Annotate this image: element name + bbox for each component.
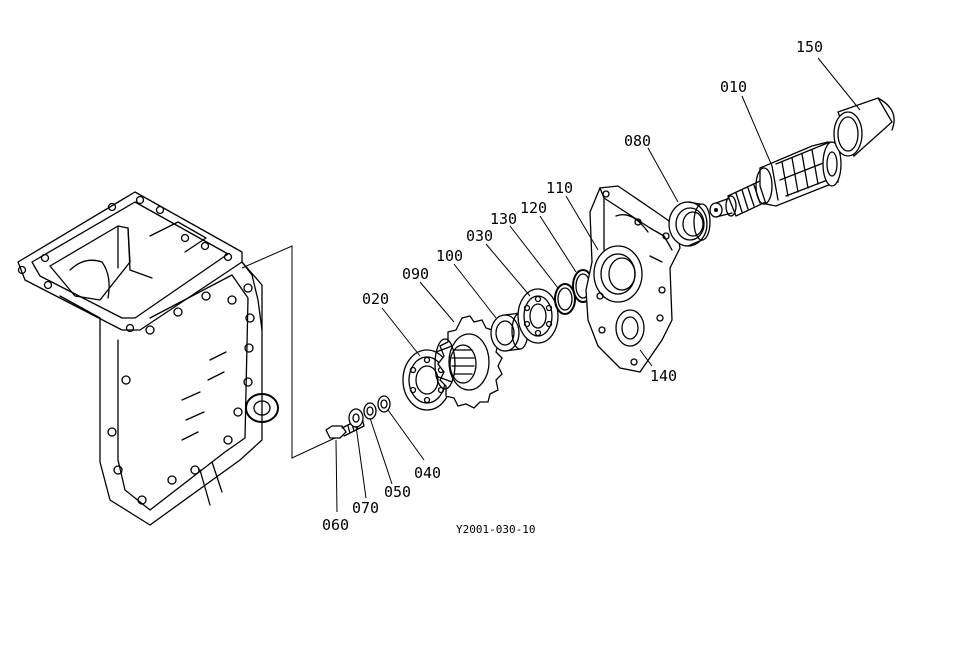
label-part-130: 130 [490,210,517,228]
label-part-030: 030 [466,227,493,245]
bearing-housing-cover [585,185,681,373]
label-part-080: 080 [624,132,651,150]
pto-cap-sleeve [833,97,895,158]
snap-ring-130 [554,283,576,315]
oil-seal [668,201,711,247]
label-part-060: 060 [322,516,349,534]
lock-washer [363,402,377,420]
washer [377,395,391,413]
flat-washer [348,408,364,428]
label-part-150: 150 [796,38,823,56]
spur-gear [434,315,503,409]
drawing-reference-code: Y2001-030-10 [456,523,535,536]
label-part-040: 040 [414,464,441,482]
label-part-020: 020 [362,290,389,308]
label-part-050: 050 [384,483,411,501]
label-part-140: 140 [650,367,677,385]
assembly-guide-line [241,245,336,459]
label-part-090: 090 [402,265,429,283]
ball-bearing-rear [517,288,559,344]
label-part-070: 070 [352,499,379,517]
leader-lines [335,57,861,513]
transmission-housing [17,191,279,526]
label-part-110: 110 [546,179,573,197]
label-part-120: 120 [520,199,547,217]
label-part-100: 100 [436,247,463,265]
pto-shaft [709,141,842,218]
label-part-010: 010 [720,78,747,96]
